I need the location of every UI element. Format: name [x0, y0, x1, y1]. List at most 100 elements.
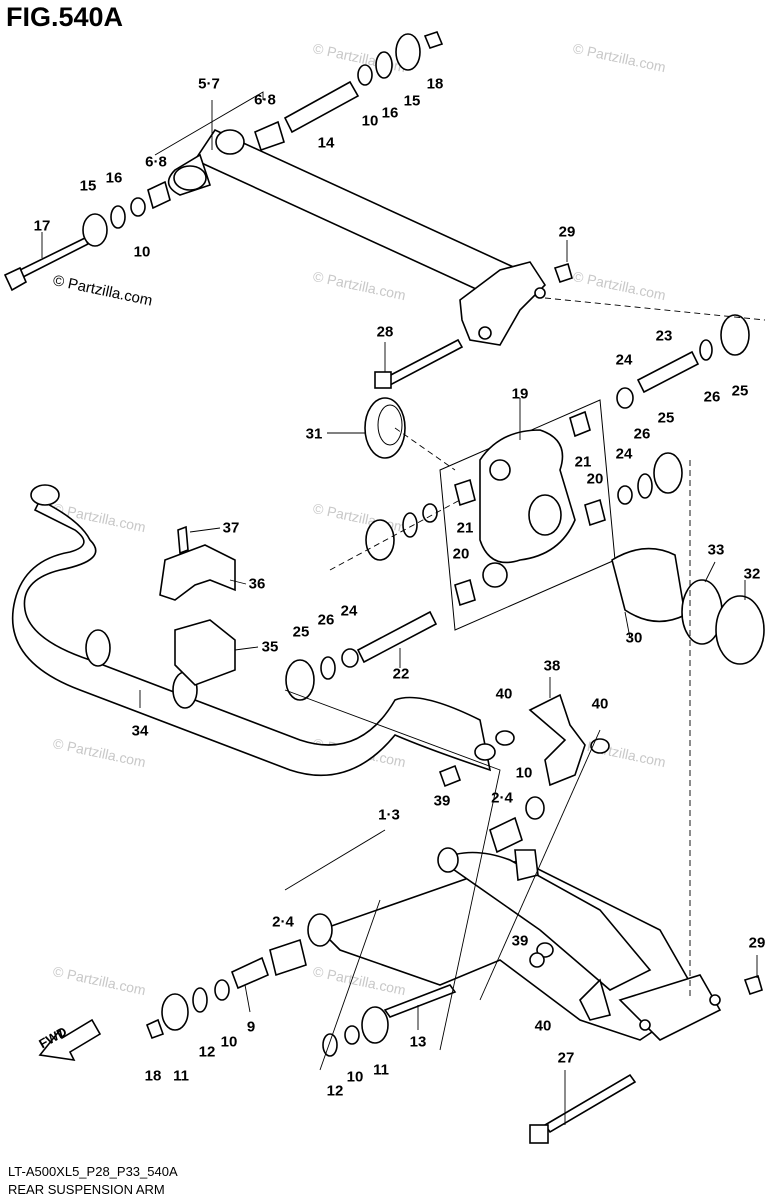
bushing-6-8b	[254, 120, 285, 152]
diagram-code: LT-A500XL5_P28_P33_540A	[8, 1164, 178, 1179]
spacer-15	[82, 213, 108, 247]
seal-24	[616, 387, 634, 409]
callout-24d: 24	[340, 602, 358, 620]
callout-21: 21	[574, 453, 592, 471]
spacer-15b	[395, 33, 421, 71]
callout-21b: 21	[456, 519, 474, 537]
bolt-28-head	[374, 371, 392, 389]
nut-29	[553, 262, 573, 284]
callout-18: 18	[426, 75, 444, 93]
callout-9: 9	[246, 1018, 256, 1036]
seal-24b	[617, 485, 633, 505]
callout-15b: 15	[403, 92, 421, 110]
link-38	[528, 693, 586, 787]
callout-26: 26	[703, 388, 721, 406]
callout-11b: 11	[373, 1061, 389, 1079]
callout-31: 31	[305, 425, 323, 443]
callout-15: 15	[79, 177, 97, 195]
washer-16	[110, 205, 126, 229]
callout-40c: 40	[534, 1017, 552, 1035]
callout-11: 11	[173, 1067, 189, 1085]
cap-25c	[365, 519, 395, 561]
nut-18	[423, 31, 444, 49]
callout-33: 33	[707, 541, 725, 559]
fwd-arrow-icon	[38, 1018, 102, 1062]
washer-26	[699, 339, 713, 361]
washer-26d	[320, 656, 336, 680]
bolt-37	[177, 525, 189, 555]
figure-title: FIG.540A	[6, 2, 124, 32]
seal-10d	[214, 979, 230, 1001]
diagram-name: REAR SUSPENSION ARM	[8, 1182, 165, 1197]
callout-25b: 25	[657, 409, 675, 427]
callout-25d: 25	[292, 623, 310, 641]
callout-20b: 20	[452, 545, 470, 563]
shaft-14	[283, 80, 360, 134]
bracket-36	[159, 544, 236, 601]
callout-27: 27	[557, 1049, 575, 1067]
callout-10: 10	[133, 243, 151, 261]
callout-10c: 10	[515, 764, 533, 782]
callout-39b: 39	[511, 932, 529, 950]
callout-37: 37	[222, 519, 240, 537]
callout-24: 24	[615, 351, 633, 369]
callout-12: 12	[198, 1043, 216, 1061]
bushing-2-4	[489, 816, 523, 854]
washer-40c	[529, 952, 545, 968]
callout-40: 40	[495, 685, 513, 703]
seal-24d	[341, 648, 359, 668]
nut-29b	[743, 974, 763, 996]
callout-32: 32	[743, 565, 761, 583]
bushing-2-4b	[269, 938, 307, 977]
callout-13: 13	[409, 1033, 427, 1051]
callout-12b: 12	[326, 1082, 344, 1100]
callout-10d: 10	[220, 1033, 238, 1051]
seal-10	[130, 197, 146, 217]
callout-24b: 24	[615, 445, 633, 463]
pin-23	[636, 350, 700, 394]
washer-12b	[322, 1033, 338, 1057]
seal-10c	[525, 796, 545, 820]
callout-34: 34	[131, 722, 149, 740]
cap-25d	[285, 659, 315, 701]
callout-22: 22	[392, 665, 410, 683]
callout-2-4b: 2·4	[272, 913, 294, 931]
callout-16b: 16	[381, 104, 399, 122]
bolt-28	[383, 338, 464, 387]
bolt-17	[3, 236, 90, 292]
bolt-27	[543, 1073, 637, 1134]
knuckle-19	[439, 399, 616, 631]
nut-39	[438, 764, 462, 788]
callout-30: 30	[625, 629, 643, 647]
callout-18b: 18	[144, 1067, 162, 1085]
washer-16b	[375, 51, 393, 79]
washer-26b	[637, 473, 653, 499]
callout-28: 28	[376, 323, 394, 341]
callout-25: 25	[731, 382, 749, 400]
callout-39: 39	[433, 792, 451, 810]
seal-24c	[422, 503, 438, 523]
callout-29: 29	[558, 223, 576, 241]
callout-6-8b: 6·8	[254, 91, 276, 109]
cap-32	[715, 595, 765, 665]
callout-10e: 10	[346, 1068, 364, 1086]
callout-17: 17	[33, 217, 51, 235]
callout-6-8: 6·8	[145, 153, 167, 171]
seal-10e	[344, 1025, 360, 1045]
washer-26c	[402, 512, 418, 538]
callout-10b: 10	[361, 112, 379, 130]
pin-22	[356, 610, 438, 664]
callout-38: 38	[543, 657, 561, 675]
washer-12	[192, 987, 208, 1013]
callout-5-7: 5·7	[198, 75, 220, 93]
callout-1-3: 1·3	[378, 806, 400, 824]
bushing-6-8	[147, 180, 171, 210]
washer-40b	[590, 738, 610, 754]
upper-arm-tube	[167, 128, 547, 346]
callout-35: 35	[261, 638, 279, 656]
callout-19: 19	[511, 385, 529, 403]
callout-23: 23	[655, 327, 673, 345]
callout-14: 14	[317, 134, 335, 152]
